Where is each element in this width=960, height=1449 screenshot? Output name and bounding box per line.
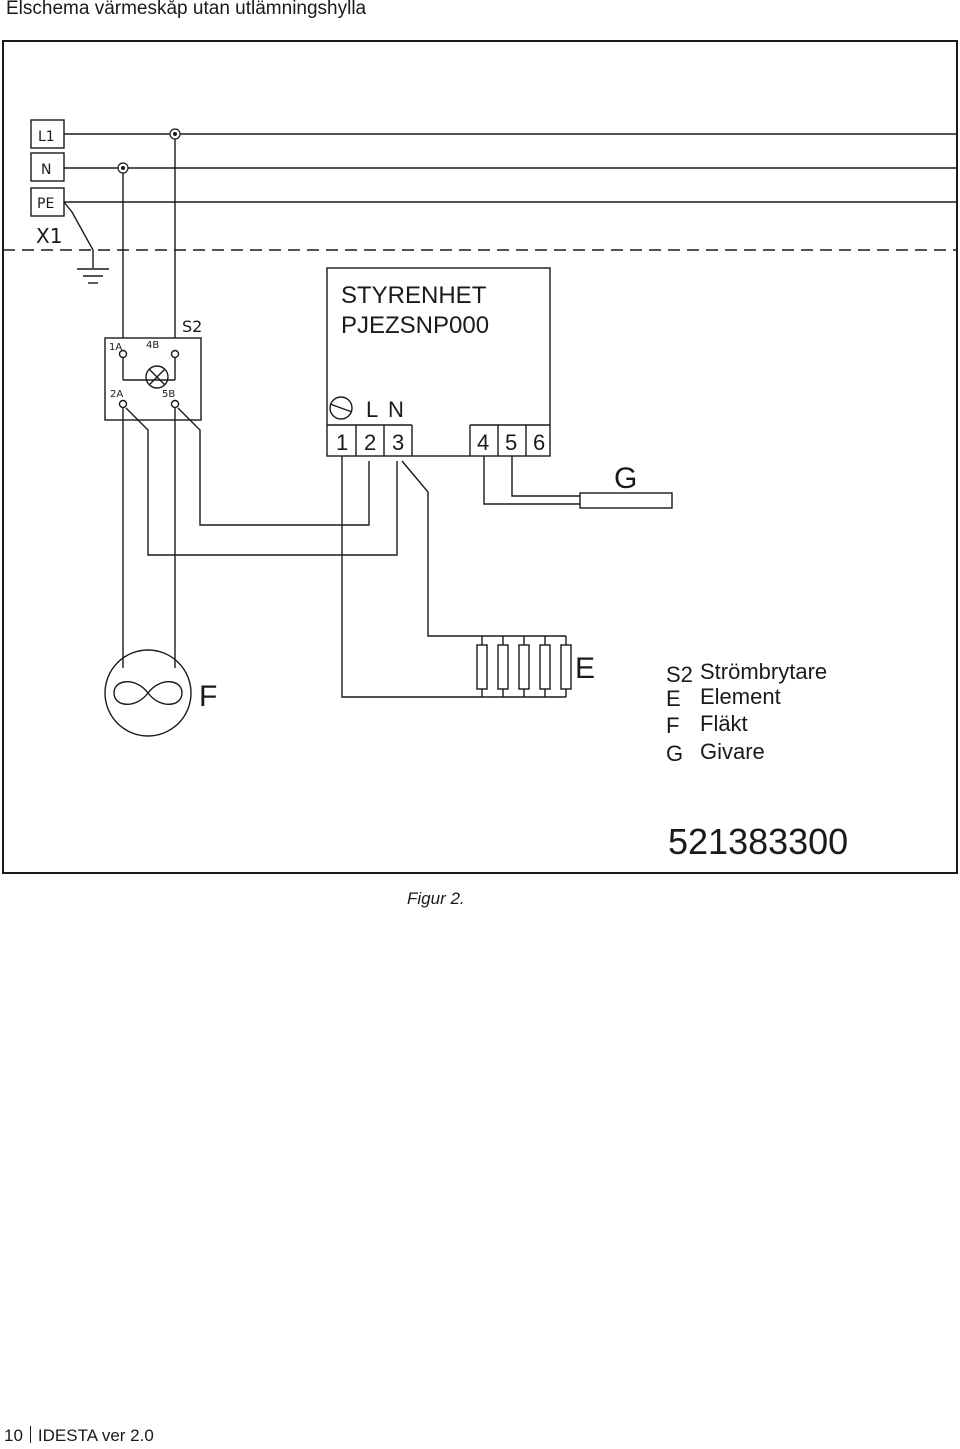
page-number: 10: [4, 1426, 23, 1445]
fan-circle: [104, 649, 192, 737]
switch-terminal-2a: [118, 399, 128, 409]
switch-terminal-label-1a: 1A: [109, 342, 122, 353]
doc-version: IDESTA ver 2.0: [37, 1426, 154, 1445]
switch-terminal-label-2a: 2A: [110, 389, 123, 400]
junction-n-inner: [121, 166, 125, 170]
legend-key-g: G: [666, 741, 683, 766]
fan-infinity-icon: [113, 681, 183, 705]
fan-label: F: [199, 680, 217, 713]
control-supply-label-n: N: [388, 397, 404, 422]
wire-t3-to-element: [401, 460, 566, 637]
page-footer: 10 IDESTA ver 2.0: [4, 1426, 154, 1446]
control-unit-title: STYRENHET: [341, 282, 487, 309]
switch-terminal-label-5b: 5B: [162, 389, 175, 400]
legend-text-g: Givare: [700, 739, 765, 764]
wire-5b-branch: [177, 407, 370, 526]
control-unit-box: [326, 267, 551, 457]
footer-separator: [29, 1426, 31, 1443]
switch-terminal-label-4b: 4B: [146, 340, 159, 351]
switch-lamp-symbol: [145, 365, 169, 389]
legend-text-s2: Strömbrytare: [700, 659, 827, 684]
part-number: 521383300: [668, 821, 848, 862]
page-title: Elschema värmeskåp utan utlämningshylla: [6, 0, 367, 19]
pe-ground-wire: [63, 201, 94, 268]
junction-l1-inner: [173, 132, 177, 136]
switch-s2-box: [104, 337, 202, 421]
legend-key-e: E: [666, 686, 681, 711]
wire-t4-to-sensor: [483, 456, 580, 505]
legend-text-f: Fläkt: [700, 711, 748, 736]
legend-key-s2: S2: [666, 662, 693, 687]
diagram-frame: [2, 40, 958, 874]
heating-element-group: [476, 636, 572, 698]
sensor-label: G: [614, 462, 637, 495]
compressor-icon: [329, 396, 353, 420]
terminal-block-label: X1: [36, 224, 62, 248]
wire-t1-to-element: [341, 456, 482, 698]
figure-caption: Figur 2.: [407, 889, 465, 908]
control-terminal-label-2: 2: [364, 430, 376, 455]
wire-2a-branch: [125, 407, 398, 556]
control-terminal-label-1: 1: [336, 430, 348, 455]
terminal-label-pe: PE: [37, 196, 54, 212]
control-terminal-label-4: 4: [477, 430, 489, 455]
control-terminal-label-6: 6: [533, 430, 545, 455]
legend-key-f: F: [666, 713, 679, 738]
terminal-box-n: [30, 152, 65, 182]
element-label: E: [575, 652, 595, 685]
control-supply-label-l: L: [366, 397, 378, 422]
switch-terminal-5b: [170, 399, 180, 409]
switch-terminal-4b: [170, 349, 180, 359]
sensor-probe: [579, 492, 673, 509]
terminal-label-n: N: [41, 162, 51, 178]
legend-text-e: Element: [700, 684, 781, 709]
control-terminal-label-5: 5: [505, 430, 517, 455]
terminal-label-l1: L1: [38, 129, 55, 145]
switch-label: S2: [182, 317, 202, 336]
control-unit-model: PJEZSNP000: [341, 312, 489, 339]
compressor-icon-line: [329, 403, 353, 413]
wire-t5-to-sensor: [511, 456, 580, 497]
wiring-diagram: L1 N PE X1 S2 1A 4B 2A 5B STYRENHET PJEZ…: [2, 40, 958, 874]
lamp-cross-2: [148, 368, 166, 386]
control-terminal-label-3: 3: [392, 430, 404, 455]
